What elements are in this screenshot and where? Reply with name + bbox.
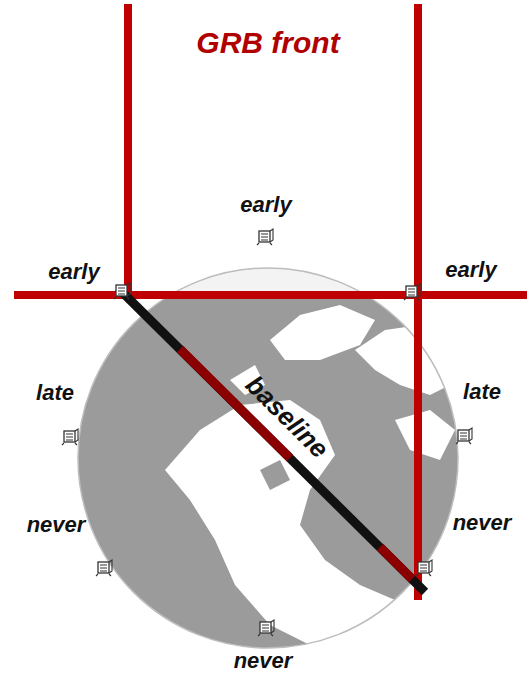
detector-label: early bbox=[240, 193, 291, 217]
continents bbox=[70, 250, 470, 650]
baseline-line bbox=[118, 288, 425, 592]
detector-label: early bbox=[48, 260, 99, 284]
detector-label: late bbox=[36, 381, 74, 405]
detector-label: late bbox=[463, 380, 501, 404]
earth-outline bbox=[78, 268, 458, 648]
detector-label: never bbox=[234, 649, 293, 673]
detector-label: early bbox=[445, 258, 496, 282]
detector-label: never bbox=[27, 513, 86, 537]
grb-front-lines bbox=[14, 4, 527, 600]
detectors bbox=[62, 229, 472, 636]
detector-label: never bbox=[453, 511, 512, 535]
title-label: GRB front bbox=[196, 26, 339, 59]
